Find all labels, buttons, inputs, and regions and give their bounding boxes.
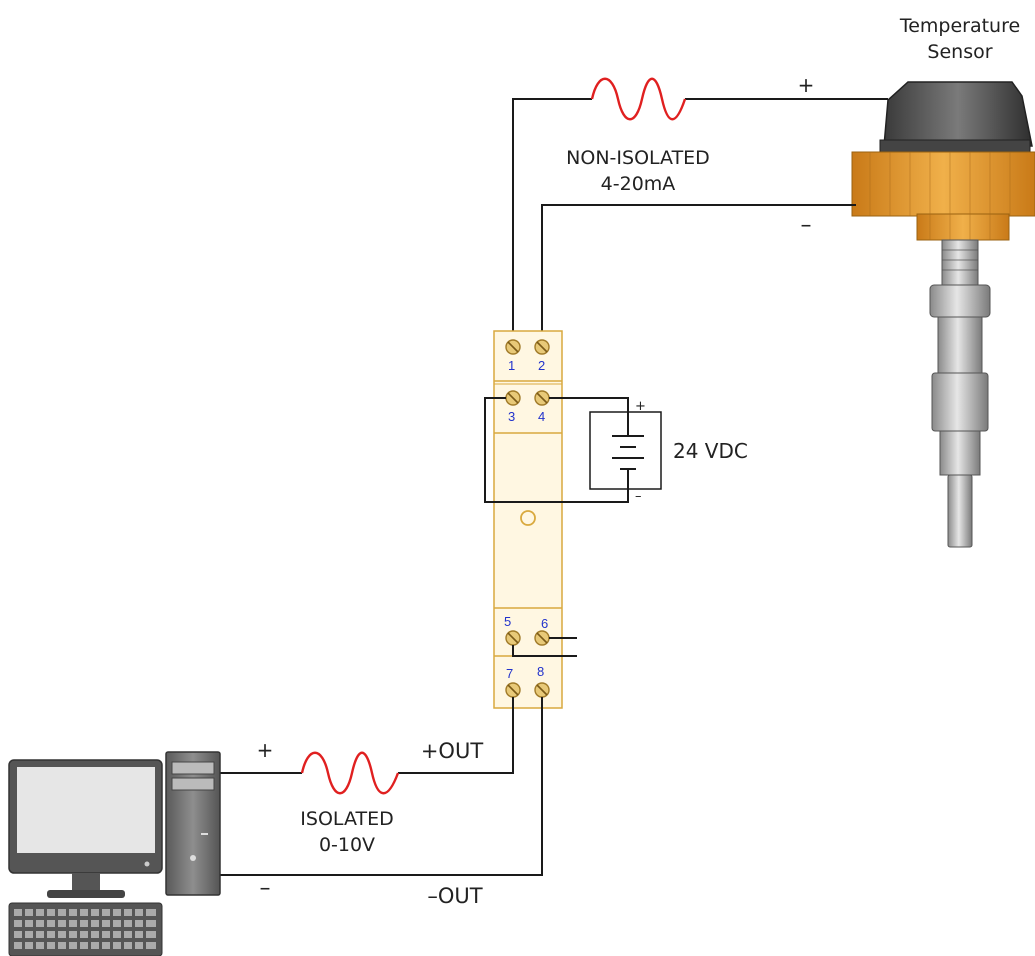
power-plus-sign: + <box>635 399 646 414</box>
output-noise-wave <box>300 751 400 795</box>
input-minus-sign: – <box>801 213 812 238</box>
status-led <box>520 510 536 526</box>
sensor-cap-rim <box>879 139 1031 153</box>
sensor-housing <box>851 151 1035 217</box>
output-wires <box>220 697 543 876</box>
terminal-5-6-wires <box>512 637 577 657</box>
sensor-fitting <box>937 316 983 374</box>
output-label-line1: ISOLATED <box>300 808 393 830</box>
output-plus-wire <box>398 697 514 774</box>
terminal-2-label: 2 <box>538 358 545 373</box>
temperature-sensor: Temperature Sensor <box>851 15 1035 548</box>
housing-ribs <box>869 152 1011 240</box>
monitor-screen <box>17 767 155 853</box>
module-body <box>493 330 563 709</box>
output-label-line2: 0-10V <box>319 834 375 856</box>
terminal-8-label: 8 <box>537 664 544 679</box>
battery-icon <box>612 412 644 489</box>
sensor-title-line1: Temperature <box>899 15 1020 37</box>
output-plus-sign: + <box>257 738 274 762</box>
power-minus-sign: – <box>635 489 642 504</box>
terminal-1-label: 1 <box>508 358 515 373</box>
input-wires <box>512 98 888 339</box>
monitor-base <box>47 890 125 898</box>
power-wires <box>484 397 629 503</box>
input-plus-wire <box>512 98 592 339</box>
output-out-plus: +OUT <box>421 739 483 763</box>
terminal-3-label: 3 <box>508 409 515 424</box>
output-out-minus: –OUT <box>427 884 482 908</box>
input-minus-wire <box>541 204 856 339</box>
signal-isolator-module: 1 2 3 4 5 6 7 8 <box>493 330 563 709</box>
sensor-stem <box>941 239 979 286</box>
sensor-nut-2 <box>931 372 989 432</box>
monitor-neck <box>72 873 100 891</box>
terminal-4-label: 4 <box>538 409 545 424</box>
stem-threads <box>942 249 978 271</box>
sensor-thread-2 <box>939 430 981 476</box>
power-box <box>589 411 662 490</box>
keyboard-keys <box>14 909 156 949</box>
sensor-nut-1 <box>929 284 991 318</box>
input-noise-wave <box>590 77 687 121</box>
power-supply: + – 24 VDC <box>484 397 748 504</box>
input-plus-sign: + <box>798 73 815 97</box>
computer-icon <box>8 751 221 956</box>
sensor-housing-neck <box>916 213 1010 241</box>
sensor-probe <box>947 474 973 548</box>
terminal-7-label: 7 <box>506 666 513 681</box>
power-label: 24 VDC <box>673 439 748 463</box>
terminal-6-label: 6 <box>541 616 548 631</box>
input-label-line2: 4-20mA <box>601 173 676 195</box>
sensor-cap <box>883 81 1033 147</box>
sensor-title-line2: Sensor <box>927 41 992 63</box>
input-label-line1: NON-ISOLATED <box>566 147 710 169</box>
output-minus-sign: – <box>260 876 271 901</box>
output-minus-wire <box>220 697 543 876</box>
terminal-5-label: 5 <box>504 614 511 629</box>
